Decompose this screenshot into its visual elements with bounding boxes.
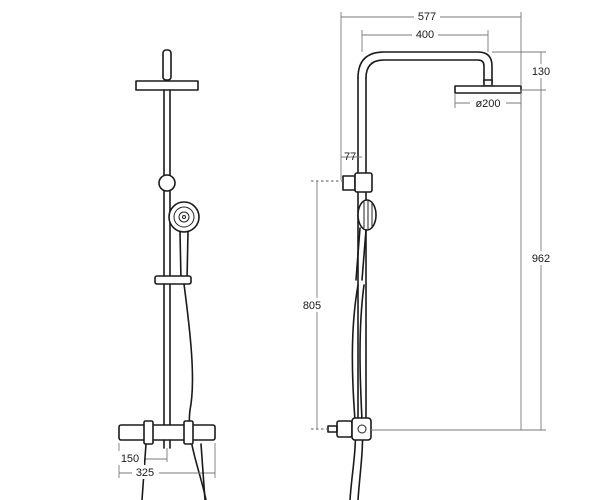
front-hose [183, 283, 207, 500]
front-valve-body [118, 424, 216, 441]
side-hand-shower-icon [355, 199, 377, 281]
label-bg-962 [528, 251, 554, 265]
side-head-plate [454, 85, 522, 94]
side-lower-bracket [351, 417, 372, 441]
dim-label-577: 577 [418, 11, 436, 23]
front-hand-head-core [178, 211, 190, 223]
side-hand-handle [355, 227, 367, 281]
front-slider-bracket [154, 275, 192, 285]
front-ring-coupling [158, 174, 176, 192]
front-shower-head-icon [135, 80, 199, 91]
dim-label-130: 130 [532, 66, 550, 78]
label-bg-150 [117, 451, 144, 465]
side-lower-connector [327, 425, 338, 433]
front-thermostatic-valve-icon [118, 420, 216, 449]
side-lower-knob [357, 424, 367, 434]
label-bg-130 [528, 64, 554, 78]
front-hand-shower-icon [168, 201, 200, 281]
side-lower-wall-plate [336, 420, 353, 438]
side-view [311, 12, 546, 500]
dim-label-200: ø200 [475, 98, 500, 110]
front-valve-knob-right [183, 420, 194, 445]
dim-label-77: 77 [344, 151, 356, 163]
side-hand-head [357, 199, 377, 231]
label-bg-805 [299, 298, 326, 312]
front-view [118, 49, 216, 500]
side-upper-wall-plate [342, 175, 356, 191]
front-hand-handle [179, 231, 189, 281]
front-riser-top [162, 49, 172, 81]
front-hand-head-outer [168, 201, 200, 233]
side-arm-inner [365, 59, 485, 83]
label-bg-325 [132, 465, 159, 479]
label-bg-200 [470, 96, 506, 110]
dim-label-325: 325 [136, 467, 154, 479]
side-head-joint [483, 79, 493, 87]
dim-label-400: 400 [416, 29, 434, 41]
front-valve-knob-left [143, 420, 154, 445]
label-bg-577 [414, 9, 440, 23]
side-hose-1 [349, 284, 359, 500]
front-head-plate [135, 80, 199, 91]
side-hose-2 [357, 284, 365, 500]
label-bg-400 [412, 27, 438, 41]
dim-label-962: 962 [532, 253, 550, 265]
front-hand-head-inner [173, 206, 195, 228]
side-upper-bracket [354, 172, 373, 193]
dim-label-150: 150 [121, 453, 139, 465]
side-arm-outer [357, 51, 493, 83]
front-hand-head-center [182, 215, 186, 219]
side-shower-head-icon [454, 79, 522, 94]
dim-label-805: 805 [303, 300, 321, 312]
